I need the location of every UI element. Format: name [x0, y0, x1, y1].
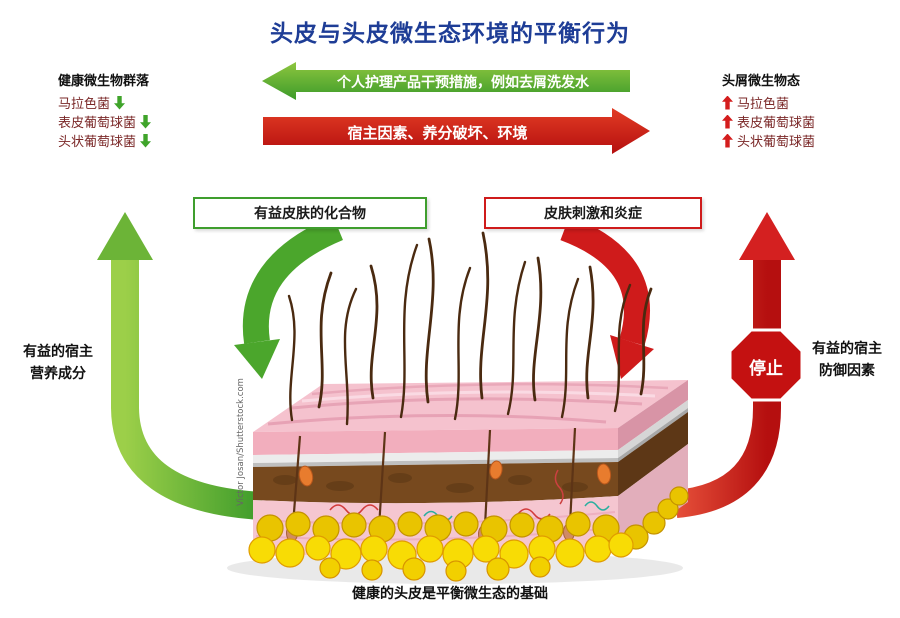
page-title: 头皮与头皮微生态环境的平衡行为: [270, 21, 630, 47]
defense-label-line1: 有益的宿主: [812, 341, 882, 357]
microbe-label: 表皮葡萄球菌: [58, 116, 137, 131]
down-arrow-icon: [140, 114, 152, 129]
nutrients-label-line1: 有益的宿主: [23, 344, 93, 360]
dandruff-panel-header: 头屑微生物态: [722, 74, 801, 89]
up-arrow-icon: [722, 133, 733, 148]
defense-label: 有益的宿主 防御因素: [806, 338, 888, 382]
microbe-label: 马拉色菌: [58, 97, 111, 112]
stop-sign-label: 停止: [749, 359, 783, 379]
nutrients-cycle-arrow: [97, 212, 263, 520]
defense-cycle-arrow: [674, 212, 795, 518]
stop-sign: [728, 328, 804, 402]
microbe-item: 表皮葡萄球菌: [58, 112, 152, 131]
watermark-credit: Victor Josan/Shutterstock.com: [236, 378, 246, 506]
down-arrow-icon: [140, 133, 152, 148]
microbe-item: 头状葡萄球菌: [58, 131, 152, 150]
host-factors-arrow: [263, 108, 650, 154]
dandruff-microbiome-panel: 头屑微生物态 马拉色菌 表皮葡萄球菌 头状葡萄球菌: [722, 70, 815, 150]
intervention-arrow-label: 个人护理产品干预措施，例如去屑洗发水: [337, 75, 589, 91]
microbe-label: 表皮葡萄球菌: [737, 116, 816, 131]
nutrients-label-line2: 营养成分: [30, 366, 86, 382]
up-arrow-icon: [722, 95, 733, 110]
intervention-arrow: [262, 62, 630, 100]
defense-label-line2: 防御因素: [819, 363, 875, 379]
host-factors-arrow-label: 宿主因素、养分破坏、环境: [347, 124, 528, 142]
nutrients-label: 有益的宿主 营养成分: [14, 341, 102, 385]
microbe-item: 马拉色菌: [722, 93, 815, 112]
healthy-microbiome-panel: 健康微生物群落 马拉色菌 表皮葡萄球菌 头状葡萄球菌: [58, 70, 152, 150]
irritation-curved-arrow: [560, 215, 654, 379]
microbe-label: 头状葡萄球菌: [58, 135, 137, 150]
healthy-panel-header: 健康微生物群落: [58, 74, 150, 89]
microbe-item: 头状葡萄球菌: [722, 131, 815, 150]
microbe-item: 马拉色菌: [58, 93, 151, 112]
fat-cells: [248, 486, 689, 582]
up-arrow-icon: [722, 114, 733, 129]
beneficial-compounds-box: 有益皮肤的化合物: [193, 197, 427, 229]
hairs: [287, 231, 653, 426]
microbe-label: 头状葡萄球菌: [737, 135, 816, 150]
bottom-caption: 健康的头皮是平衡微生态的基础: [352, 586, 548, 602]
down-arrow-icon: [114, 95, 126, 110]
microbe-item: 表皮葡萄球菌: [722, 112, 815, 131]
skin-illustration: [227, 231, 689, 584]
irritation-box: 皮肤刺激和炎症: [484, 197, 702, 229]
compounds-curved-arrow: [234, 215, 344, 379]
microbe-label: 马拉色菌: [737, 97, 790, 112]
